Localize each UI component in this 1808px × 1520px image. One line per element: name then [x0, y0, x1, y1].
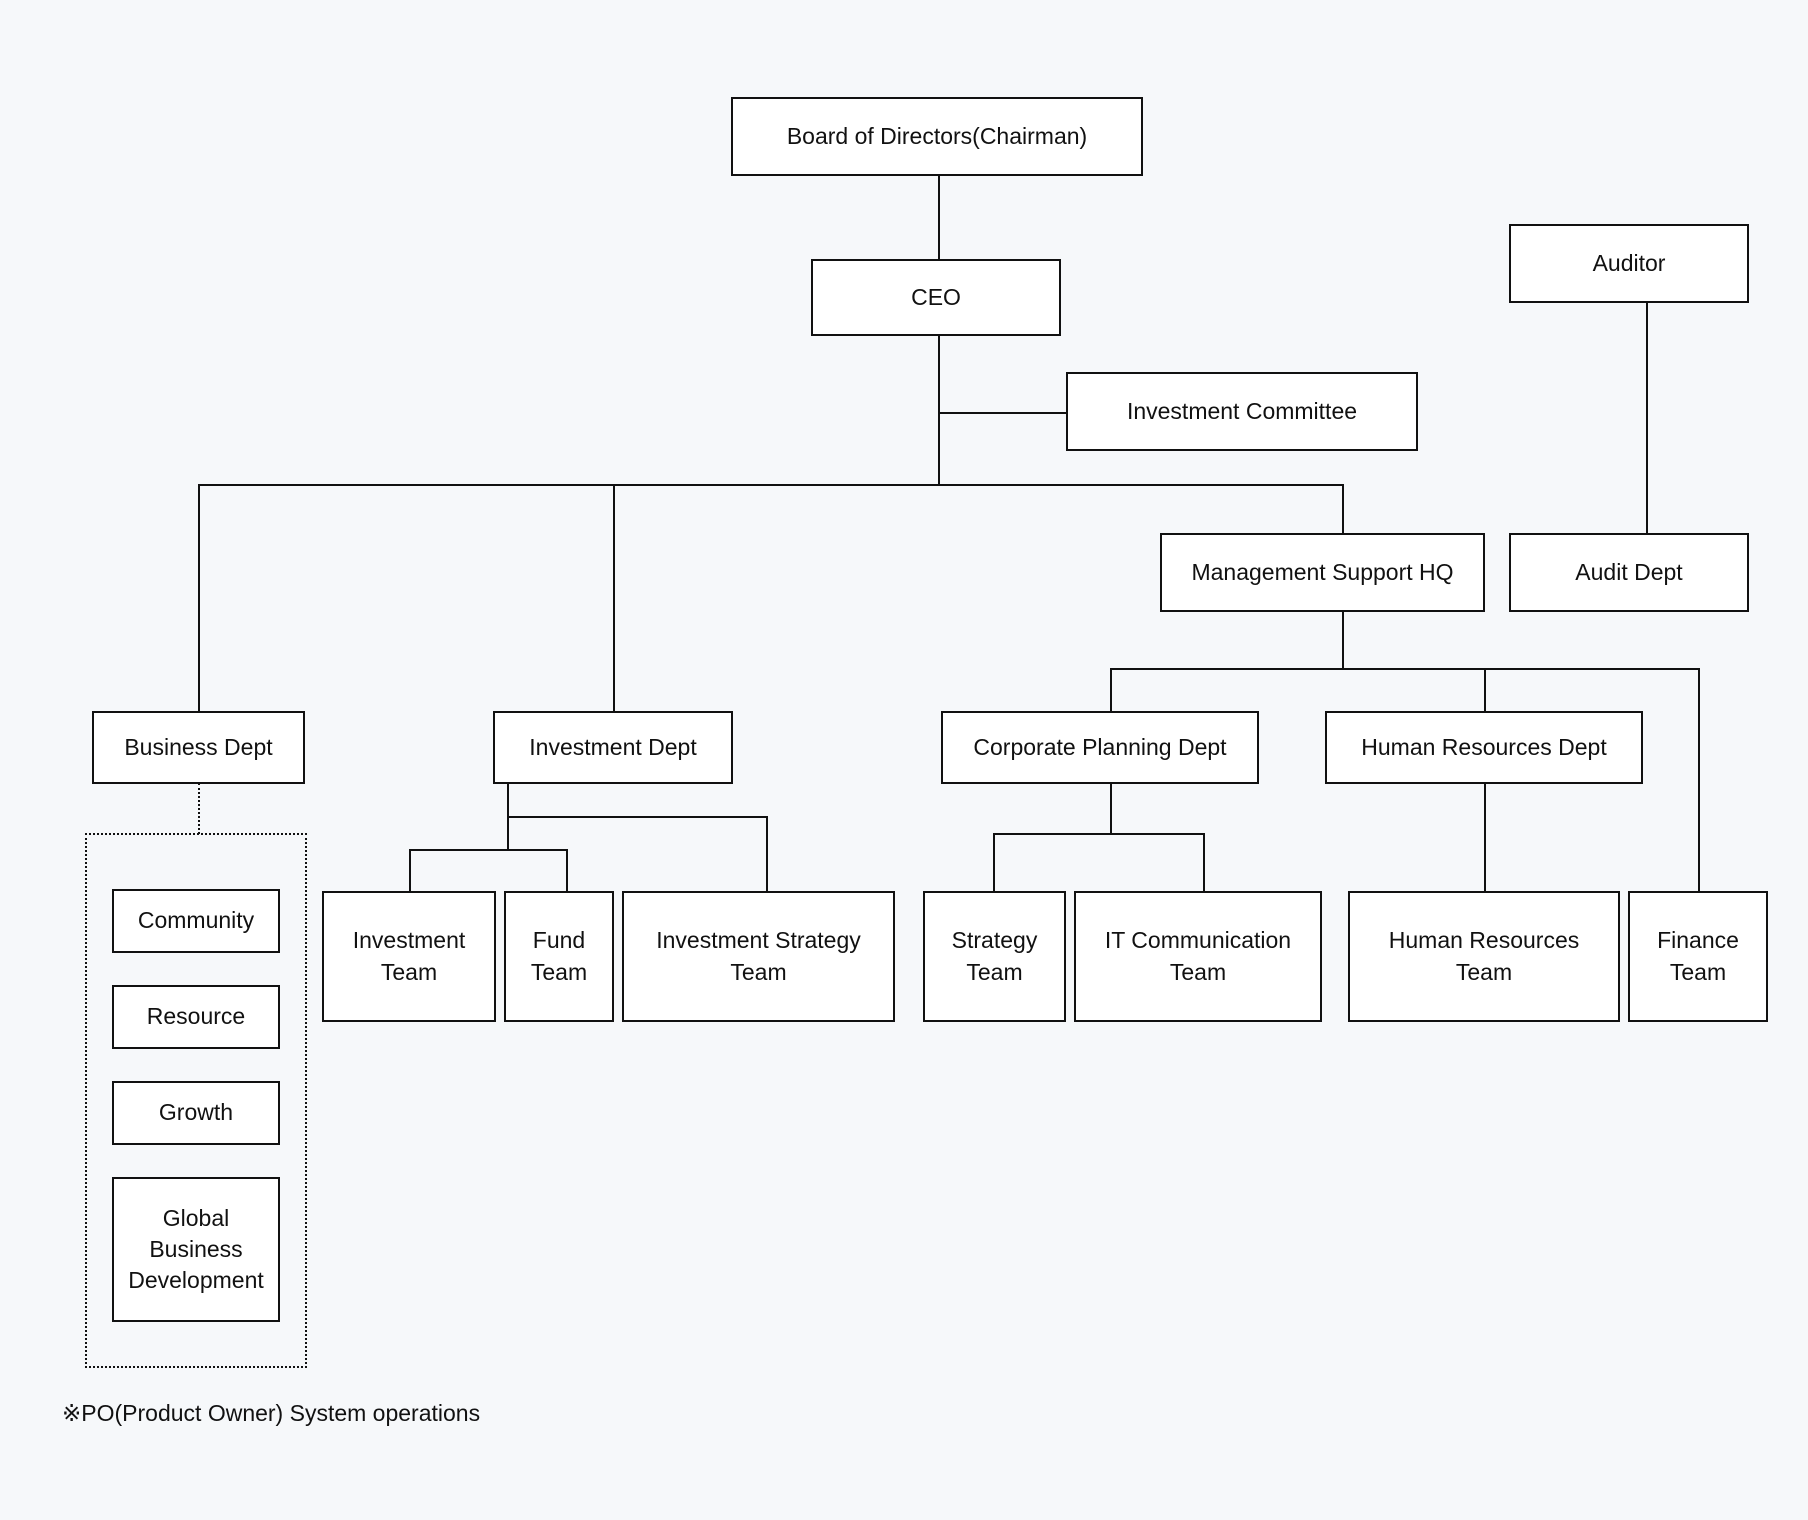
edge-business-dept-to-po-group	[198, 783, 200, 834]
node-corporate-planning-dept[interactable]: Corporate Planning Dept	[941, 711, 1259, 784]
edge-management-support-hq-bar	[1110, 668, 1700, 671]
edge-drop-investment-dept	[613, 484, 616, 712]
node-label: Human Resources Dept	[1361, 733, 1607, 760]
edge-drop-human-resources-dept	[1484, 668, 1487, 713]
edge-management-support-hq-trunk	[1342, 600, 1345, 670]
edge-board-to-ceo	[938, 176, 941, 260]
node-investment-dept[interactable]: Investment Dept	[493, 711, 733, 784]
node-label: IT Communication Team	[1104, 927, 1292, 985]
node-human-resources-team[interactable]: Human Resources Team	[1348, 891, 1620, 1022]
edge-human-resources-dept-to-team	[1484, 783, 1487, 891]
edge-drop-investment-team	[409, 849, 412, 891]
edge-drop-corporate-planning-dept	[1110, 668, 1113, 713]
node-label: Global Business Development	[128, 1204, 264, 1294]
node-finance-team[interactable]: Finance Team	[1628, 891, 1768, 1022]
node-growth[interactable]: Growth	[112, 1081, 280, 1145]
node-label: Investment Dept	[529, 733, 697, 760]
edge-drop-business-dept	[198, 484, 201, 712]
node-ceo[interactable]: CEO	[811, 259, 1061, 336]
node-resource[interactable]: Resource	[112, 985, 280, 1049]
node-label: Human Resources Team	[1388, 927, 1580, 985]
node-investment-team[interactable]: Investment Team	[322, 891, 496, 1022]
edge-drop-strategy-team	[993, 833, 996, 891]
edge-drop-fund-team	[566, 849, 569, 891]
node-global-business-development[interactable]: Global Business Development	[112, 1177, 280, 1322]
node-management-support-hq[interactable]: Management Support HQ	[1160, 533, 1485, 612]
edge-investment-dept-trunk	[507, 783, 510, 818]
node-label: Strategy Team	[951, 927, 1038, 985]
node-investment-committee[interactable]: Investment Committee	[1066, 372, 1418, 451]
node-strategy-team[interactable]: Strategy Team	[923, 891, 1066, 1022]
node-label: Auditor	[1592, 249, 1666, 276]
edge-ceo-distribution-bar	[198, 484, 1344, 487]
node-label: Resource	[146, 1003, 246, 1030]
edge-ceo-trunk	[938, 336, 941, 484]
po-group-box	[85, 833, 307, 1368]
node-human-resources-dept[interactable]: Human Resources Dept	[1325, 711, 1643, 784]
node-auditor[interactable]: Auditor	[1509, 224, 1749, 303]
edge-drop-management-support-hq	[1342, 484, 1345, 534]
node-audit-dept[interactable]: Audit Dept	[1509, 533, 1749, 612]
node-label: Audit Dept	[1575, 558, 1683, 585]
node-label: Investment Team	[352, 927, 466, 985]
edge-ceo-to-investment-committee	[938, 412, 1078, 415]
footnote-po-system: ※PO(Product Owner) System operations	[62, 1400, 481, 1426]
edge-investment-dept-inner-trunk	[507, 816, 510, 851]
node-label: CEO	[911, 283, 961, 310]
node-label: Fund Team	[530, 927, 588, 985]
node-label: Investment Strategy Team	[656, 927, 861, 985]
edge-investment-dept-bar-outer	[507, 816, 768, 819]
node-label: Business Dept	[124, 733, 273, 760]
node-label: Investment Committee	[1126, 397, 1358, 424]
edge-investment-dept-bar-inner	[409, 849, 568, 852]
edge-drop-finance-team	[1698, 668, 1701, 891]
node-board-of-directors[interactable]: Board of Directors(Chairman)	[731, 97, 1143, 176]
edge-corporate-planning-trunk	[1110, 783, 1113, 835]
node-fund-team[interactable]: Fund Team	[504, 891, 614, 1022]
node-business-dept[interactable]: Business Dept	[92, 711, 305, 784]
node-label: Growth	[158, 1099, 234, 1126]
node-investment-strategy-team[interactable]: Investment Strategy Team	[622, 891, 895, 1022]
edge-auditor-to-audit-dept	[1646, 303, 1649, 534]
node-label: Corporate Planning Dept	[973, 733, 1227, 760]
node-label: Finance Team	[1657, 927, 1739, 985]
node-label: Management Support HQ	[1191, 558, 1454, 585]
node-it-communication-team[interactable]: IT Communication Team	[1074, 891, 1322, 1022]
node-label: Board of Directors(Chairman)	[786, 122, 1088, 149]
node-community[interactable]: Community	[112, 889, 280, 953]
edge-drop-investment-strategy-team	[766, 816, 769, 891]
edge-drop-it-communication-team	[1203, 833, 1206, 891]
edge-corporate-planning-bar	[993, 833, 1205, 836]
node-label: Community	[137, 907, 255, 934]
